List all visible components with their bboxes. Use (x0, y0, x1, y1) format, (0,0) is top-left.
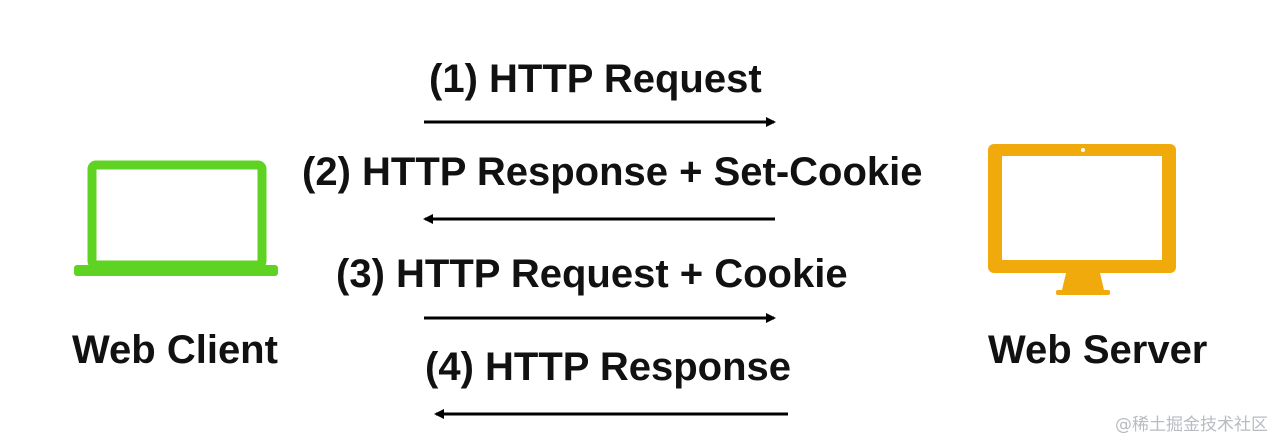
client-label: Web Client (72, 328, 278, 372)
laptop-icon (74, 160, 278, 276)
laptop-base (74, 265, 278, 276)
laptop-screen (87, 160, 267, 270)
monitor-stand (1062, 273, 1104, 290)
server-label: Web Server (988, 328, 1208, 372)
watermark: @稀土掘金技术社区 (1115, 415, 1268, 435)
monitor-camera (1081, 148, 1085, 152)
step-4-label: (4) HTTP Response (425, 345, 791, 389)
step-2-label: (2) HTTP Response + Set-Cookie (302, 150, 923, 194)
monitor-foot (1056, 290, 1110, 295)
monitor-screen (1002, 156, 1162, 260)
desktop-monitor-icon (988, 144, 1176, 295)
step-3-label: (3) HTTP Request + Cookie (336, 252, 848, 296)
step-1-label: (1) HTTP Request (429, 57, 762, 101)
